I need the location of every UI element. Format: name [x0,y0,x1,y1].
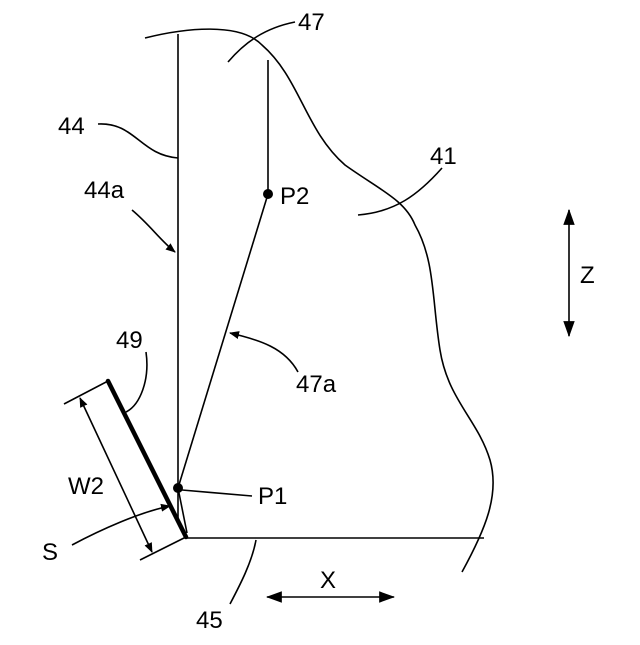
label-47: 47 [298,9,325,36]
label-p2: P2 [280,183,309,210]
label-x: X [320,567,336,594]
point-p1 [173,483,183,493]
leader-p1 [182,490,252,496]
edge-s-thick [108,381,186,537]
label-z: Z [580,262,595,289]
leader-44 [98,124,178,158]
label-s: S [42,539,58,566]
label-44: 44 [58,113,85,140]
w2-extension-top [64,381,108,404]
leader-45 [230,540,256,604]
label-44a: 44a [84,177,125,204]
label-49: 49 [116,327,143,354]
leader-41 [358,168,442,215]
leader-47a [230,333,298,372]
label-47a: 47a [296,371,337,398]
label-p1: P1 [258,483,287,510]
label-45: 45 [196,607,223,634]
point-p2 [263,189,273,199]
leader-47 [228,22,295,62]
leader-44a [132,210,175,252]
edge-47a [178,194,268,488]
label-41: 41 [430,143,457,170]
leader-s [72,506,170,545]
label-w2: W2 [68,473,104,500]
leader-49 [126,352,147,412]
